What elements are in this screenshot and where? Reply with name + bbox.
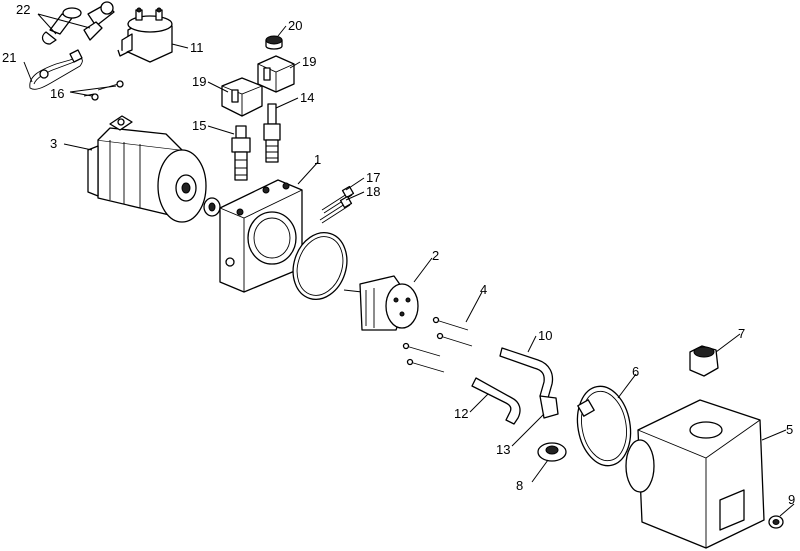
part-3-motor	[87, 115, 207, 223]
callout-4: 4	[480, 282, 487, 297]
part-4-pins	[402, 316, 473, 373]
callout-9: 9	[788, 492, 795, 507]
callout-2: 2	[432, 248, 439, 263]
callout-5: 5	[786, 422, 793, 437]
callout-22: 22	[16, 2, 30, 17]
callout-10: 10	[538, 328, 552, 343]
part-9-nut	[768, 515, 784, 529]
callout-13: 13	[496, 442, 510, 457]
part-8-grommet	[537, 442, 567, 462]
callout-3: 3	[50, 136, 57, 151]
part-16-screws	[83, 80, 124, 101]
part-13-elbow	[539, 395, 559, 419]
part-1-manifold	[219, 179, 303, 293]
part-6-clamp	[576, 385, 632, 467]
part-19-coil-right	[257, 55, 295, 93]
callout-16: 16	[50, 86, 64, 101]
callout-1: 1	[314, 152, 321, 167]
callout-6: 6	[632, 364, 639, 379]
callout-14: 14	[300, 90, 314, 105]
part-2-pump	[343, 275, 419, 331]
part-11-solenoid	[117, 7, 173, 63]
part-7-cap	[689, 345, 719, 377]
spacer-ring	[203, 197, 221, 217]
callout-19-left: 19	[192, 74, 206, 89]
part-21-cable	[29, 49, 83, 90]
callout-11: 11	[190, 40, 204, 55]
part-20-plug	[265, 35, 283, 50]
part-14-valve-cartridge	[263, 103, 281, 163]
callout-15: 15	[192, 118, 206, 133]
part-19-coil-left	[221, 77, 263, 117]
callout-12: 12	[454, 406, 468, 421]
callout-labels: 22 11 21 16 20 19 19 14 15 1 3 17 18 2 4…	[2, 2, 795, 507]
callout-19-right: 19	[302, 54, 316, 69]
callout-20: 20	[288, 18, 302, 33]
leader-lines	[23, 13, 795, 517]
callout-18: 18	[366, 184, 380, 199]
part-15-valve-cartridge	[231, 125, 251, 181]
callout-21: 21	[2, 50, 16, 65]
callout-7: 7	[738, 326, 745, 341]
callout-8: 8	[516, 478, 523, 493]
part-12-tube	[471, 377, 521, 425]
part-18-bolt	[319, 195, 353, 224]
part-5-reservoir	[625, 399, 765, 549]
part-22-terminal-boots	[41, 1, 115, 45]
o-ring	[292, 232, 348, 300]
callout-17: 17	[366, 170, 380, 185]
part-10-tube	[499, 347, 554, 399]
